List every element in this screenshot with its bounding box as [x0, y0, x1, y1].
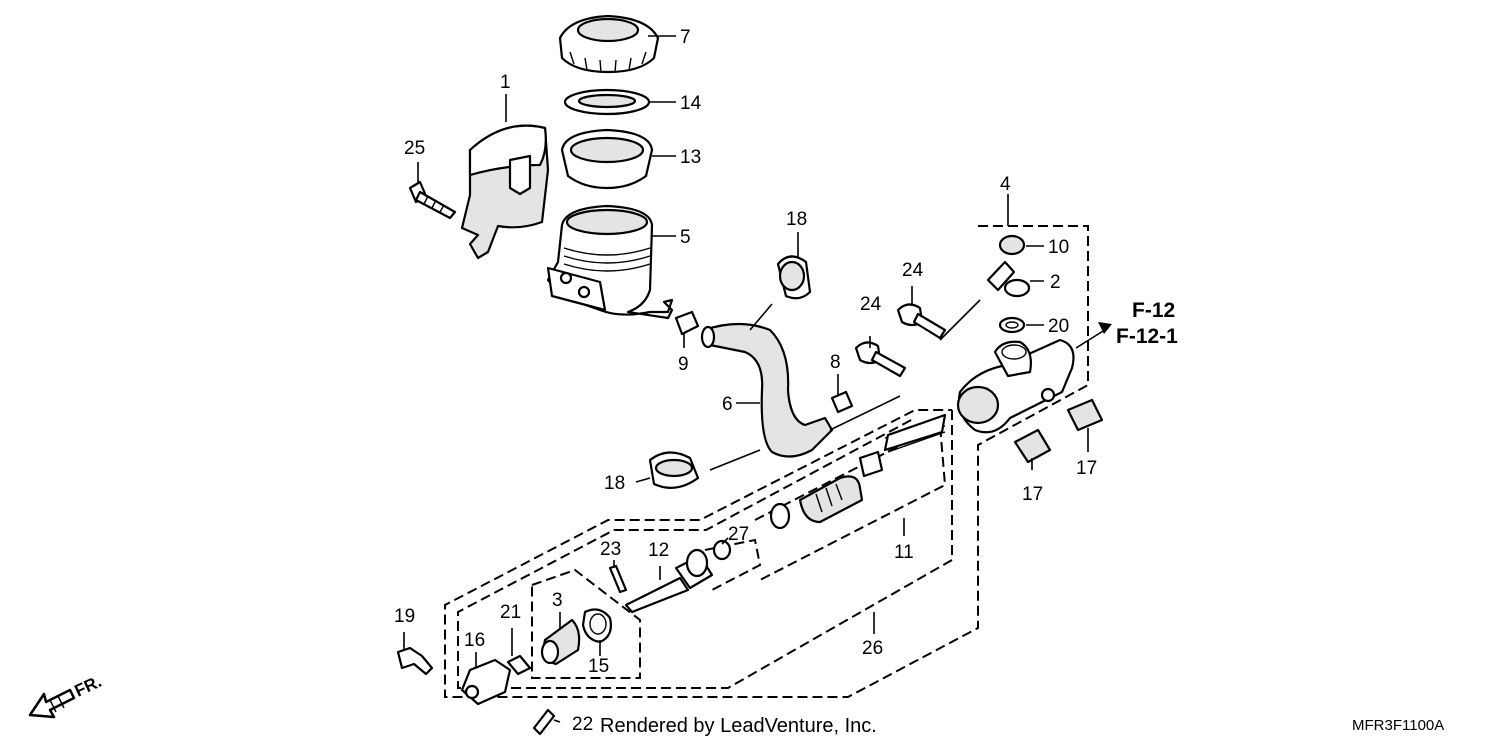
callout-17-right: 17 — [1076, 458, 1097, 479]
callout-18-upper: 18 — [786, 209, 807, 230]
callout-11: 11 — [894, 542, 914, 563]
pin-22 — [532, 708, 556, 736]
joint-2 — [986, 260, 1031, 298]
circlip-15 — [581, 608, 612, 644]
callout-16: 16 — [464, 630, 485, 651]
callout-9: 9 — [678, 354, 689, 375]
piston-washer — [769, 502, 791, 530]
callout-23: 23 — [600, 539, 621, 560]
cap-10 — [998, 234, 1026, 256]
reservoir-cap — [558, 14, 660, 74]
footer-credit: Rendered by LeadVenture, Inc. — [600, 715, 877, 737]
callout-20: 20 — [1048, 316, 1069, 337]
callout-4: 4 — [1000, 174, 1011, 195]
reference-label-f12-1: F-12-1 — [1116, 325, 1178, 348]
callout-1: 1 — [500, 72, 511, 93]
reservoir-plate — [563, 88, 651, 116]
leader-lines — [403, 35, 1109, 723]
push-rod-12 — [624, 548, 714, 614]
callout-12: 12 — [648, 540, 669, 561]
bolt-19 — [396, 646, 434, 676]
diagram-code: MFR3F1100A — [1352, 717, 1444, 734]
callout-5: 5 — [680, 227, 691, 248]
master-cylinder-body — [956, 338, 1075, 434]
callout-6: 6 — [722, 394, 733, 415]
front-direction-label: FR. — [72, 672, 105, 701]
callout-18-lower: 18 — [604, 473, 625, 494]
nut-21 — [506, 654, 532, 676]
piston-cup — [858, 450, 884, 478]
assembly-outline-12 — [704, 538, 762, 591]
callout-15: 15 — [588, 656, 609, 677]
callout-24-right: 24 — [902, 260, 924, 281]
callout-8: 8 — [830, 352, 841, 373]
bushing-17-right — [1066, 398, 1104, 432]
pin-23 — [608, 564, 628, 594]
callout-7: 7 — [680, 27, 691, 48]
nut-8 — [830, 390, 854, 414]
callout-25: 25 — [404, 138, 425, 159]
hose-clamp-upper — [776, 255, 812, 300]
bolt-24-right — [896, 303, 947, 340]
callout-13: 13 — [680, 147, 701, 168]
callout-3: 3 — [552, 590, 563, 611]
bolt-24-left — [854, 341, 907, 378]
assembly-outline-4 — [444, 225, 1089, 698]
callout-21: 21 — [500, 602, 521, 623]
boot-3 — [540, 618, 581, 666]
callout-17-left: 17 — [1022, 484, 1043, 505]
callout-27: 27 — [728, 524, 749, 545]
callout-14: 14 — [680, 93, 702, 114]
bolt-25 — [408, 180, 457, 220]
callout-24-left: 24 — [860, 294, 882, 315]
reference-arrow — [1098, 322, 1112, 334]
callout-10: 10 — [1048, 237, 1069, 258]
reservoir-cover — [460, 124, 550, 260]
assembly-outline-3 — [531, 568, 641, 679]
ring-27 — [712, 539, 732, 561]
fluid-reservoir — [546, 204, 674, 320]
hose-clip-9 — [674, 310, 700, 336]
callout-19: 19 — [394, 606, 415, 627]
reservoir-diaphragm — [560, 128, 654, 190]
callout-26: 26 — [862, 638, 883, 659]
hose-clamp-lower — [648, 451, 700, 489]
callout-2: 2 — [1050, 272, 1061, 293]
piston-spring — [883, 413, 947, 453]
assembly-outline-26 — [457, 410, 953, 689]
front-direction-arrow-icon — [28, 688, 76, 719]
reservoir-hose — [700, 322, 834, 458]
piston — [798, 475, 864, 524]
callout-22: 22 — [572, 714, 593, 735]
reference-label-f12: F-12 — [1132, 299, 1175, 322]
joint-16 — [460, 658, 512, 706]
o-ring-20 — [998, 316, 1026, 334]
bushing-17-left — [1013, 428, 1052, 464]
